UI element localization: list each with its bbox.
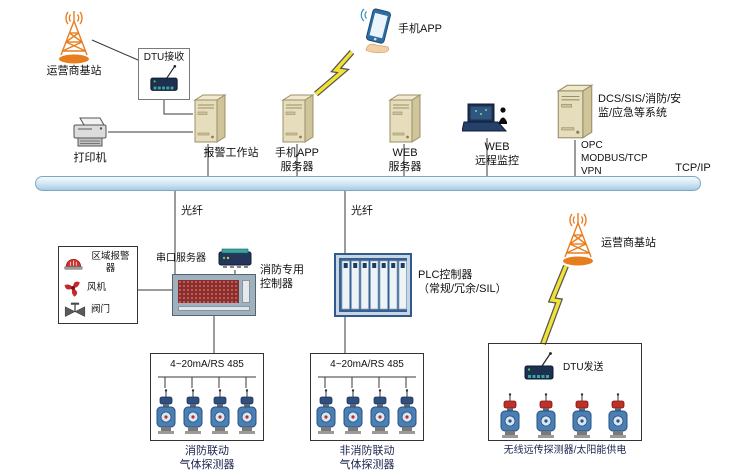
field-equipment-box: 区域报警器 风机 阀门	[58, 246, 138, 324]
protocol-opc-label: OPC	[581, 140, 603, 151]
fan-label: 风机	[87, 282, 107, 294]
area-alarm-label: 区域报警器	[91, 250, 130, 274]
rs485-bus-label-2: 4~20mA/RS 485	[330, 359, 404, 370]
gas-detector-icon	[341, 389, 365, 435]
fire-controller-icon	[172, 274, 256, 316]
dcs-system-label: DCS/SIS/消防/安 监/应急等系统	[598, 93, 682, 120]
printer-icon	[70, 116, 110, 150]
wireless-detector-icon	[606, 393, 630, 439]
web-remote-monitor-label: WEB 远程监控	[475, 141, 519, 168]
non-fire-linked-caption: 非消防联动 气体探测器	[339, 445, 395, 472]
phone-app-icon	[356, 6, 396, 54]
tcpip-bus	[35, 176, 701, 191]
phone-app-server-label: 手机APP 服务器	[274, 147, 319, 174]
base-station-right-label: 运营商基站	[601, 237, 656, 249]
base-station-left-label: 运营商基站	[46, 65, 102, 77]
fire-linked-group-box: 4~20mA/RS 485	[150, 353, 264, 441]
gas-detector-icon	[181, 389, 205, 435]
dtu-send-label: DTU发送	[563, 362, 604, 373]
serial-server-icon	[216, 246, 254, 272]
wireless-detector-icon	[534, 393, 558, 439]
dtu-device-icon	[144, 64, 184, 96]
dtu-receive-box: DTU接收	[138, 48, 190, 100]
valve-icon	[63, 301, 87, 319]
gas-detector-icon	[154, 389, 178, 435]
web-server-label: WEB 服务器	[388, 147, 422, 174]
fire-controller-label: 消防专用 控制器	[260, 264, 304, 291]
gas-detector-icon	[368, 389, 392, 435]
printer-label: 打印机	[73, 152, 107, 164]
fiber-label-left: 光纤	[181, 205, 203, 217]
area-alarm-row: 区域报警器	[63, 251, 133, 276]
fan-row: 风机	[63, 278, 133, 298]
non-fire-linked-group-box: 4~20mA/RS 485	[310, 353, 424, 441]
plc-controller-icon	[334, 253, 412, 317]
plc-controller-label: PLC控制器 （常规/冗余/SIL）	[418, 269, 507, 296]
valve-label: 阀门	[91, 304, 111, 316]
fire-linked-caption: 消防联动 气体探测器	[179, 445, 235, 472]
bus-label: TCP/IP	[675, 162, 711, 174]
fiber-label-mid: 光纤	[351, 205, 373, 217]
wireless-detector-icon	[498, 393, 522, 439]
wireless-detector-icon	[570, 393, 594, 439]
protocol-vpn-label: VPN	[581, 166, 602, 177]
alarm-workstation-icon	[193, 92, 227, 144]
area-alarm-icon	[63, 254, 84, 271]
lightning-dtu-link	[540, 264, 569, 346]
alarm-workstation-label: 报警工作站	[203, 147, 259, 159]
fan-icon	[63, 278, 83, 298]
carrier-antenna-icon	[52, 8, 96, 64]
dtu-receive-label: DTU接收	[143, 52, 185, 63]
lightning-phone-link	[314, 50, 355, 97]
dtu-send-icon	[519, 351, 559, 385]
led-matrix	[178, 280, 239, 303]
wireless-group-box: DTU发送	[488, 343, 642, 441]
gas-detector-icon	[235, 389, 259, 435]
dcs-system-icon	[556, 82, 594, 140]
gas-detector-icon	[208, 389, 232, 435]
carrier-antenna-right-icon	[556, 210, 600, 266]
controller-bottom-panel	[178, 306, 250, 311]
phone-app-label: 手机APP	[398, 23, 443, 35]
gas-detector-icon	[314, 389, 338, 435]
rs485-bus-label-1: 4~20mA/RS 485	[170, 359, 244, 370]
controller-side-panel	[242, 280, 250, 303]
web-server-icon	[388, 92, 422, 144]
wireless-caption: 无线远传探测器/太阳能供电	[503, 445, 627, 456]
web-remote-monitor-icon	[462, 102, 508, 138]
serial-server-label: 串口服务器	[156, 253, 206, 264]
gas-detector-icon	[395, 389, 419, 435]
protocol-modbus-label: MODBUS/TCP	[581, 153, 648, 164]
phone-app-server-icon	[281, 92, 315, 144]
valve-row: 阀门	[63, 301, 133, 319]
